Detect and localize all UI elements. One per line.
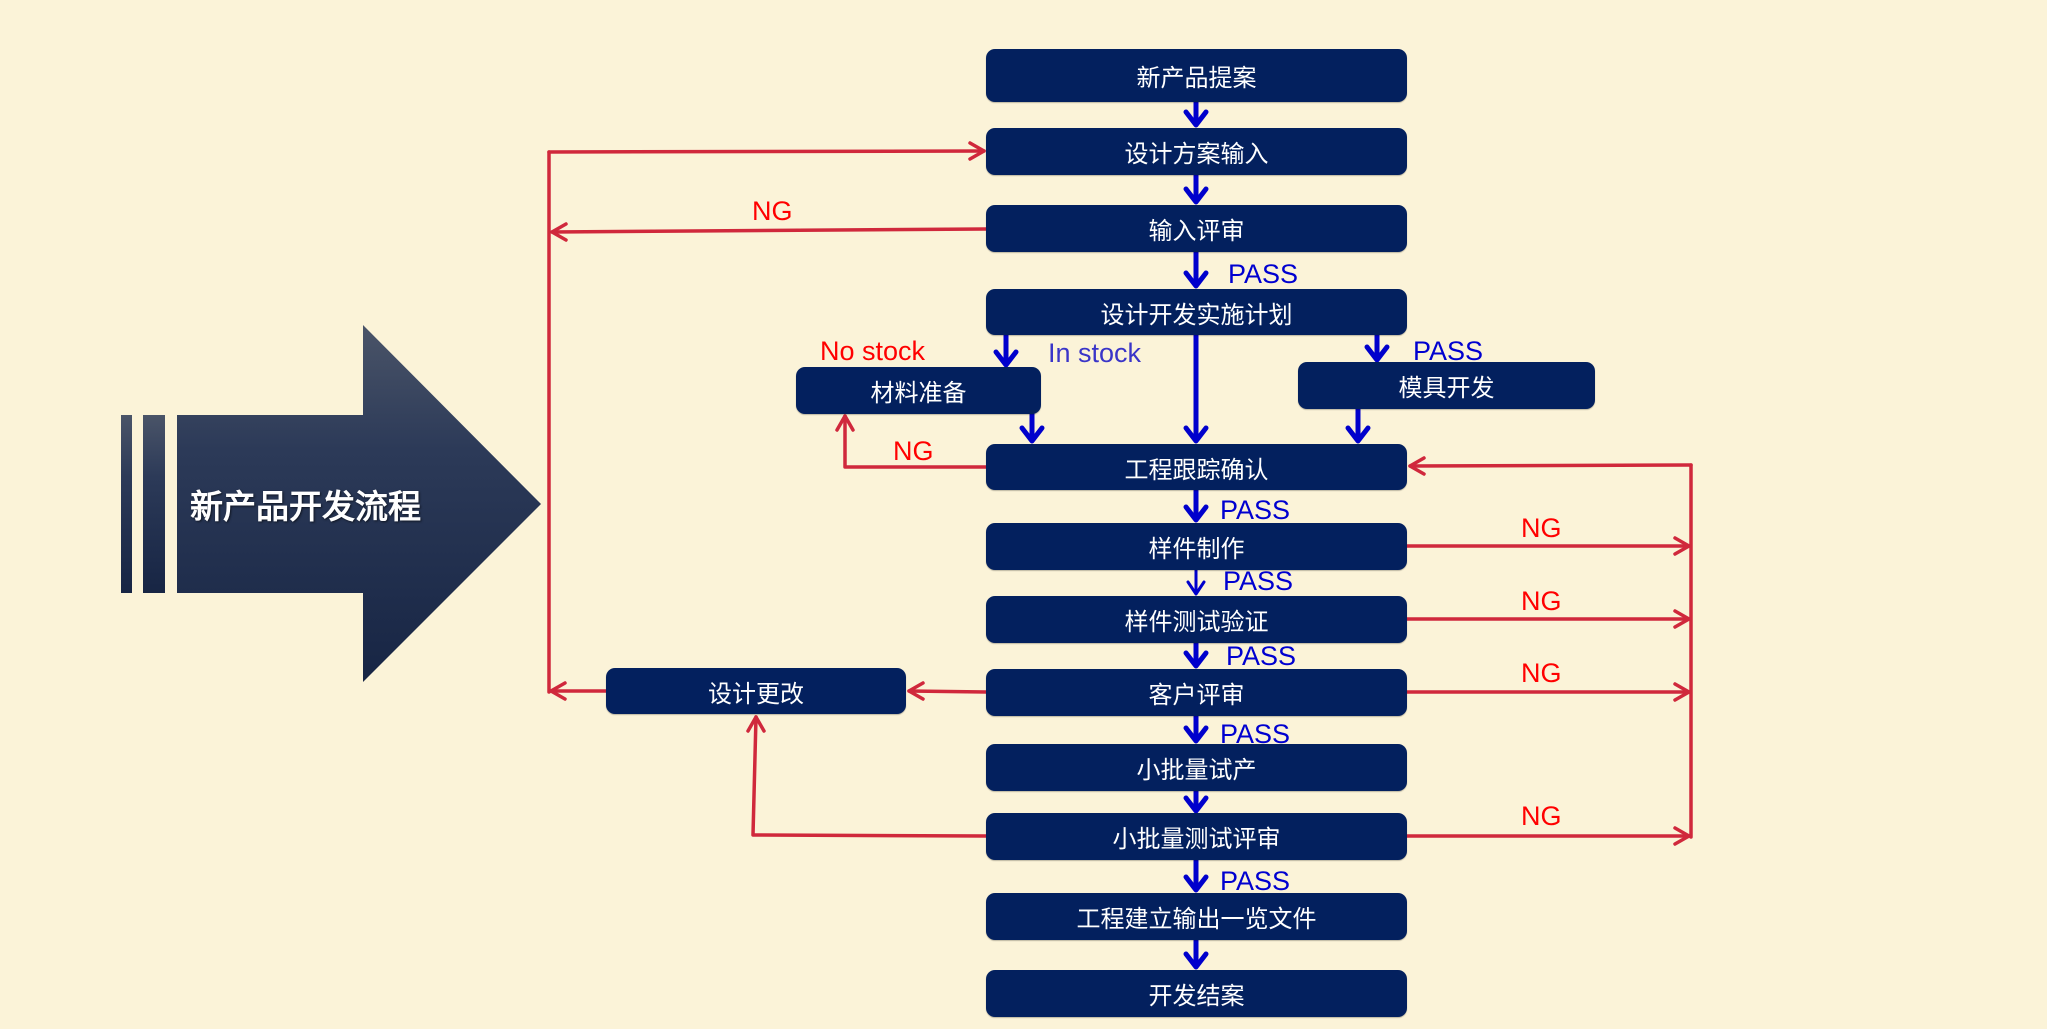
node-label: 小批量测试评审 (1112, 825, 1281, 853)
label-ng-tracking: NG (893, 436, 934, 466)
node-label: 工程建立输出一览文件 (1076, 905, 1317, 933)
label-pass-sample: PASS (1223, 566, 1294, 596)
arrow-review-to-docs (1183, 857, 1209, 893)
node-eng-tracking[interactable]: 工程跟踪确认 (986, 444, 1407, 490)
arrow-test-to-customer (1183, 640, 1209, 669)
label-no-stock: No stock (820, 336, 926, 366)
label-ng-test: NG (1521, 586, 1562, 616)
arrow-customer-to-design-change (907, 681, 988, 701)
label-ng-customer: NG (1521, 658, 1562, 688)
label-pass-tracking: PASS (1220, 495, 1291, 525)
node-label: 样件测试验证 (1124, 608, 1269, 636)
node-label: 材料准备 (870, 379, 967, 407)
node-pilot-review[interactable]: 小批量测试评审 (986, 813, 1407, 860)
node-label: 设计方案输入 (1124, 140, 1269, 168)
arrow-plan-to-mold (1364, 332, 1390, 363)
arrow-input-to-review (1183, 172, 1209, 205)
node-label: 设计开发实施计划 (1100, 300, 1293, 329)
title-arrow-body (177, 325, 541, 682)
label-in-stock: In stock (1048, 338, 1142, 368)
arrow-design-change-to-loop (549, 681, 608, 701)
node-closure[interactable]: 开发结案 (986, 970, 1407, 1017)
node-pilot-run[interactable]: 小批量试产 (986, 744, 1407, 791)
node-label: 新产品提案 (1136, 64, 1257, 92)
arrow-docs-to-closure (1183, 937, 1209, 970)
label-ng-pilot-review: NG (1521, 801, 1562, 831)
arrow-tracking-to-sample (1183, 487, 1209, 523)
node-design-change[interactable]: 设计更改 (606, 668, 906, 714)
arrow-plan-to-material (993, 332, 1019, 368)
label-pass-mold: PASS (1413, 336, 1484, 366)
arrow-review-to-plan (1183, 249, 1209, 289)
node-label: 客户评审 (1148, 681, 1245, 709)
node-dev-plan[interactable]: 设计开发实施计划 (986, 289, 1407, 335)
label-ng-sample: NG (1521, 513, 1562, 543)
title-arrow-bar-2 (143, 415, 165, 593)
node-sample-test[interactable]: 样件测试验证 (986, 596, 1407, 643)
label-pass-input-review: PASS (1228, 259, 1299, 289)
arrow-tracking-ng-to-material (835, 414, 988, 469)
node-label: 模具开发 (1398, 374, 1495, 402)
node-material-prep[interactable]: 材料准备 (796, 367, 1041, 414)
arrow-pilot-review-to-design-change (746, 715, 988, 838)
label-ng-input-review: NG (752, 196, 793, 226)
arrow-mold-to-tracking (1345, 406, 1371, 444)
title-arrow (121, 325, 541, 682)
node-label: 开发结案 (1148, 982, 1245, 1010)
node-design-input[interactable]: 设计方案输入 (986, 128, 1407, 175)
node-output-docs[interactable]: 工程建立输出一览文件 (986, 893, 1407, 940)
arrow-plan-to-tracking (1183, 332, 1209, 444)
label-pass-pilot-review: PASS (1220, 866, 1291, 896)
arrow-sample-ng (1405, 536, 1691, 556)
node-label: 小批量试产 (1136, 756, 1257, 784)
node-label: 样件制作 (1148, 535, 1245, 563)
label-pass-test: PASS (1226, 641, 1297, 671)
arrow-sample-to-test (1186, 568, 1206, 596)
title-arrow-bar-1 (121, 415, 132, 593)
arrow-review-ng-back (550, 222, 988, 242)
arrow-customer-ng-right (1405, 682, 1691, 702)
node-sample-make[interactable]: 样件制作 (986, 523, 1407, 570)
arrow-proposal-to-input (1183, 99, 1209, 128)
node-label: 工程跟踪确认 (1124, 455, 1269, 484)
arrow-material-to-tracking (1019, 411, 1045, 444)
node-proposal[interactable]: 新产品提案 (986, 49, 1407, 102)
node-customer-review[interactable]: 客户评审 (986, 669, 1407, 716)
pass-arrows (993, 99, 1390, 970)
arrow-loop-to-tracking (1408, 456, 1693, 476)
arrow-test-ng (1405, 609, 1691, 629)
label-pass-customer: PASS (1220, 719, 1291, 749)
arrow-pilot-to-review (1183, 788, 1209, 814)
node-input-review[interactable]: 输入评审 (986, 205, 1407, 252)
process-title: 新产品开发流程 (190, 487, 421, 526)
node-label: 设计更改 (708, 679, 804, 708)
arrow-loop-to-design-input (547, 141, 986, 161)
arrow-pilot-review-ng-right (1405, 826, 1691, 846)
arrow-customer-to-pilot (1183, 713, 1209, 744)
node-mold-dev[interactable]: 模具开发 (1298, 362, 1595, 409)
node-label: 输入评审 (1148, 217, 1245, 245)
ng-arrows (547, 141, 1693, 846)
